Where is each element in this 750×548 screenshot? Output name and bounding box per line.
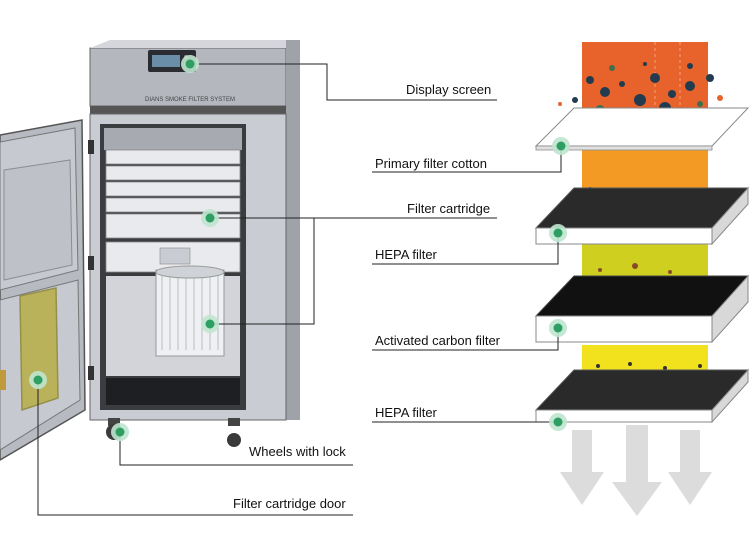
layer-hepa-bottom	[534, 368, 750, 424]
cabinet-body: DIANS SMOKE FILTER SYSTEM	[88, 40, 300, 421]
label-filter-cartridge-door: Filter cartridge door	[233, 496, 346, 511]
markers	[29, 55, 570, 441]
clean-air-arrows	[560, 425, 712, 516]
label-wheels-with-lock: Wheels with lock	[249, 444, 346, 459]
label-activated-carbon-filter: Activated carbon filter	[375, 333, 501, 348]
label-hepa-filter-bottom: HEPA filter	[375, 405, 437, 420]
filter-cylinder	[155, 265, 225, 357]
cabinet-door	[0, 119, 86, 461]
layer-primary-filter-cotton	[534, 107, 750, 151]
panel-text: DIANS SMOKE FILTER SYSTEM	[145, 97, 235, 103]
layer-activated-carbon	[534, 274, 750, 344]
label-filter-cartridge: Filter cartridge	[407, 201, 491, 216]
filter-cabinet: DIANS SMOKE FILTER SYSTEM	[0, 40, 300, 461]
label-display-screen: Display screen	[406, 82, 492, 97]
band-orange	[582, 150, 708, 190]
label-primary-filter-cotton: Primary filter cotton	[375, 156, 487, 171]
band-yellow	[582, 345, 708, 370]
band-yellow-green	[582, 242, 708, 282]
label-hepa-filter-top: HEPA filter	[375, 247, 437, 262]
cartridge-drawers	[105, 149, 241, 273]
filter-stack	[534, 42, 750, 516]
leader-lines	[37, 63, 562, 516]
layer-hepa-top	[534, 186, 750, 246]
